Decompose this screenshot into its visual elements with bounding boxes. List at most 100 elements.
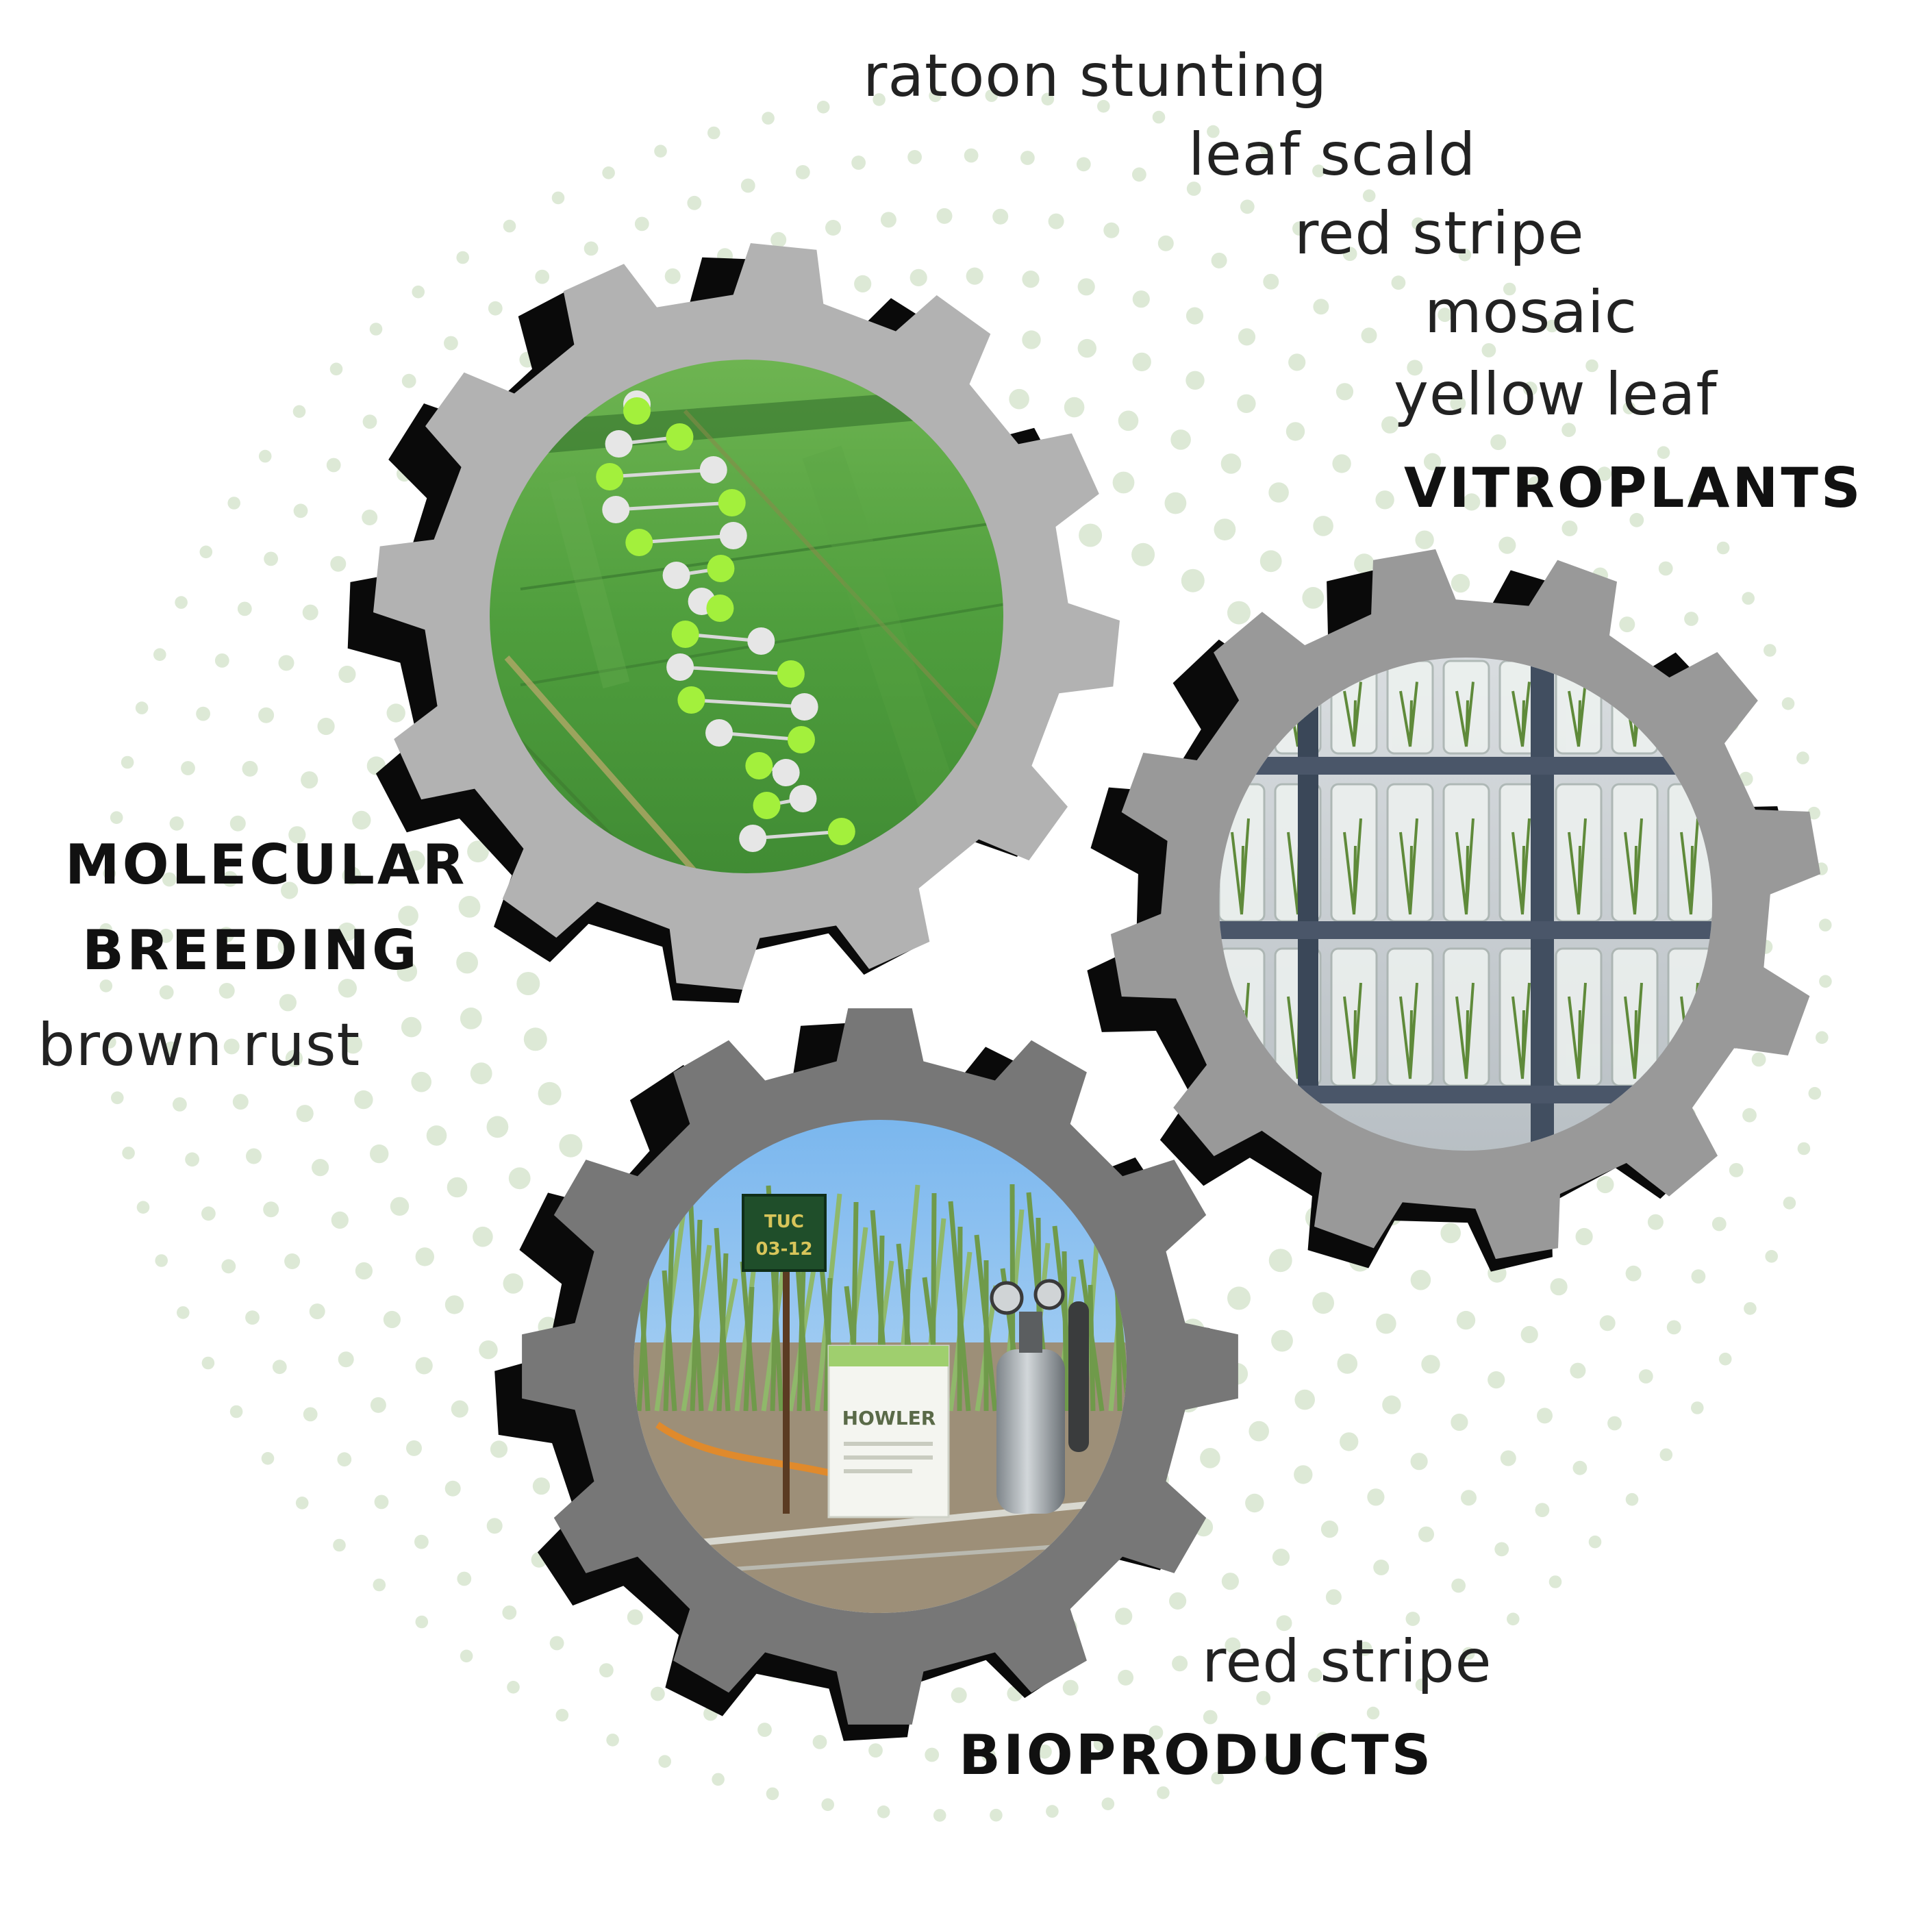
background-dot xyxy=(242,760,258,777)
background-dot xyxy=(1625,1492,1639,1506)
background-dot xyxy=(338,922,357,942)
background-dot xyxy=(1535,1503,1550,1518)
background-dot xyxy=(456,951,478,974)
background-dot xyxy=(1294,1465,1313,1484)
background-dot xyxy=(1361,327,1377,344)
plantlet xyxy=(1568,818,1587,915)
grass-blade xyxy=(714,1227,731,1412)
plantlet xyxy=(1343,818,1362,915)
background-dot xyxy=(456,251,469,264)
background-dot xyxy=(1729,1163,1744,1177)
background-dot xyxy=(538,1081,562,1105)
background-dot xyxy=(516,972,540,995)
background-dot xyxy=(1494,1542,1509,1557)
background-dot xyxy=(1271,1329,1293,1352)
background-dot xyxy=(1381,416,1399,434)
dna-rung xyxy=(691,698,805,709)
background-dot xyxy=(1170,429,1191,450)
background-dot xyxy=(1440,1223,1461,1244)
dna-node xyxy=(772,759,800,786)
background-dot xyxy=(1118,1669,1134,1686)
background-dot xyxy=(1362,189,1376,203)
background-dot xyxy=(164,1041,179,1056)
background-dot xyxy=(1268,1249,1292,1273)
background-dot xyxy=(1373,1560,1390,1575)
label-leaf-scald: leaf scald xyxy=(1188,121,1476,189)
background-dot xyxy=(1225,1637,1241,1653)
background-dot xyxy=(1009,388,1029,410)
dna-node xyxy=(777,660,805,688)
label-ratoon-stunting: ratoon stunting xyxy=(863,42,1327,110)
background-dot xyxy=(1093,1736,1108,1751)
background-dot xyxy=(1537,1408,1553,1424)
background-dot xyxy=(1711,1216,1727,1231)
background-dot xyxy=(1221,1573,1239,1590)
background-dot xyxy=(99,923,112,936)
background-dot xyxy=(1415,1678,1429,1692)
background-dot xyxy=(1807,806,1820,820)
background-dot xyxy=(159,985,174,1000)
background-dot xyxy=(1211,1771,1224,1785)
background-dot xyxy=(1164,492,1187,514)
background-dot xyxy=(444,1295,464,1314)
background-dot xyxy=(1288,353,1306,371)
background-dot xyxy=(1488,1371,1505,1389)
background-dot xyxy=(1382,1395,1401,1414)
dna-rung xyxy=(753,829,842,840)
background-dot xyxy=(352,810,371,830)
background-dot xyxy=(279,994,297,1012)
background-dot xyxy=(503,219,516,233)
background-dot xyxy=(103,1036,116,1049)
background-dot xyxy=(227,497,241,510)
background-dot xyxy=(1456,1310,1476,1330)
background-dot xyxy=(201,1206,216,1221)
background-dot xyxy=(1302,587,1325,609)
background-dot xyxy=(1101,1797,1115,1810)
background-dot xyxy=(1285,422,1305,441)
label-bioproducts: BIOPRODUCTS xyxy=(959,1723,1433,1787)
background-dot xyxy=(232,1094,249,1110)
background-dot xyxy=(296,1105,314,1123)
background-dot xyxy=(1020,151,1035,165)
grass-blade xyxy=(974,1234,998,1412)
background-dot xyxy=(1325,1589,1342,1605)
background-dot xyxy=(1272,1549,1290,1566)
background-dot xyxy=(369,323,383,336)
background-dot xyxy=(245,1310,260,1325)
background-dot xyxy=(1599,1315,1616,1331)
background-dot xyxy=(1816,1031,1829,1045)
background-dot xyxy=(486,1518,503,1534)
background-dot xyxy=(1808,1087,1822,1100)
background-dot xyxy=(1181,568,1205,592)
background-dot xyxy=(451,1400,468,1418)
background-dot xyxy=(936,208,953,224)
background-dot xyxy=(825,220,841,236)
background-dot xyxy=(301,771,318,789)
background-dot xyxy=(458,896,481,918)
background-dot xyxy=(1132,290,1150,308)
background-dot xyxy=(1320,1521,1339,1538)
dna-icon xyxy=(596,390,855,852)
background-dot xyxy=(985,89,999,102)
background-dot xyxy=(1783,1197,1796,1210)
background-dot xyxy=(1062,1679,1079,1696)
dna-rung xyxy=(616,501,732,512)
background-dot xyxy=(1561,521,1578,536)
background-dot xyxy=(362,510,378,525)
background-dot xyxy=(302,604,318,621)
background-dot xyxy=(397,961,418,982)
background-dot xyxy=(1357,1641,1372,1656)
background-dot xyxy=(1451,1413,1468,1431)
dna-node xyxy=(625,529,653,556)
background-dot xyxy=(1572,1460,1588,1475)
dna-node xyxy=(623,397,651,425)
background-dot xyxy=(1597,466,1612,482)
plantlet xyxy=(1399,818,1418,915)
background-dot xyxy=(386,703,405,723)
background-dot xyxy=(559,1134,583,1158)
background-dot xyxy=(281,882,299,899)
background-dot xyxy=(261,1452,275,1465)
grass-blade xyxy=(1078,1259,1105,1412)
background-dot xyxy=(1227,601,1251,625)
background-dot xyxy=(1131,542,1155,566)
